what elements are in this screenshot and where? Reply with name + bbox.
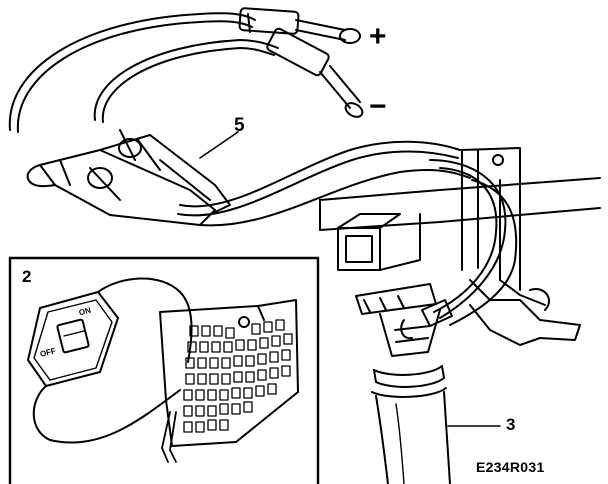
fuse-box xyxy=(159,299,299,463)
positive-label: + xyxy=(369,20,387,53)
test-leads xyxy=(8,12,471,227)
negative-plug xyxy=(266,27,364,118)
callout-2: 2 xyxy=(22,267,32,286)
figure-code: E234R031 xyxy=(476,459,545,475)
callout-5: 5 xyxy=(234,115,245,136)
inset-panel xyxy=(8,256,320,484)
switch-box xyxy=(27,277,193,444)
callout-3: 3 xyxy=(506,415,516,434)
hose-assembly xyxy=(355,159,518,484)
positive-plug xyxy=(238,7,361,44)
frame-bracket xyxy=(319,147,601,346)
probe-clamps xyxy=(26,129,239,226)
negative-label: − xyxy=(369,90,387,123)
